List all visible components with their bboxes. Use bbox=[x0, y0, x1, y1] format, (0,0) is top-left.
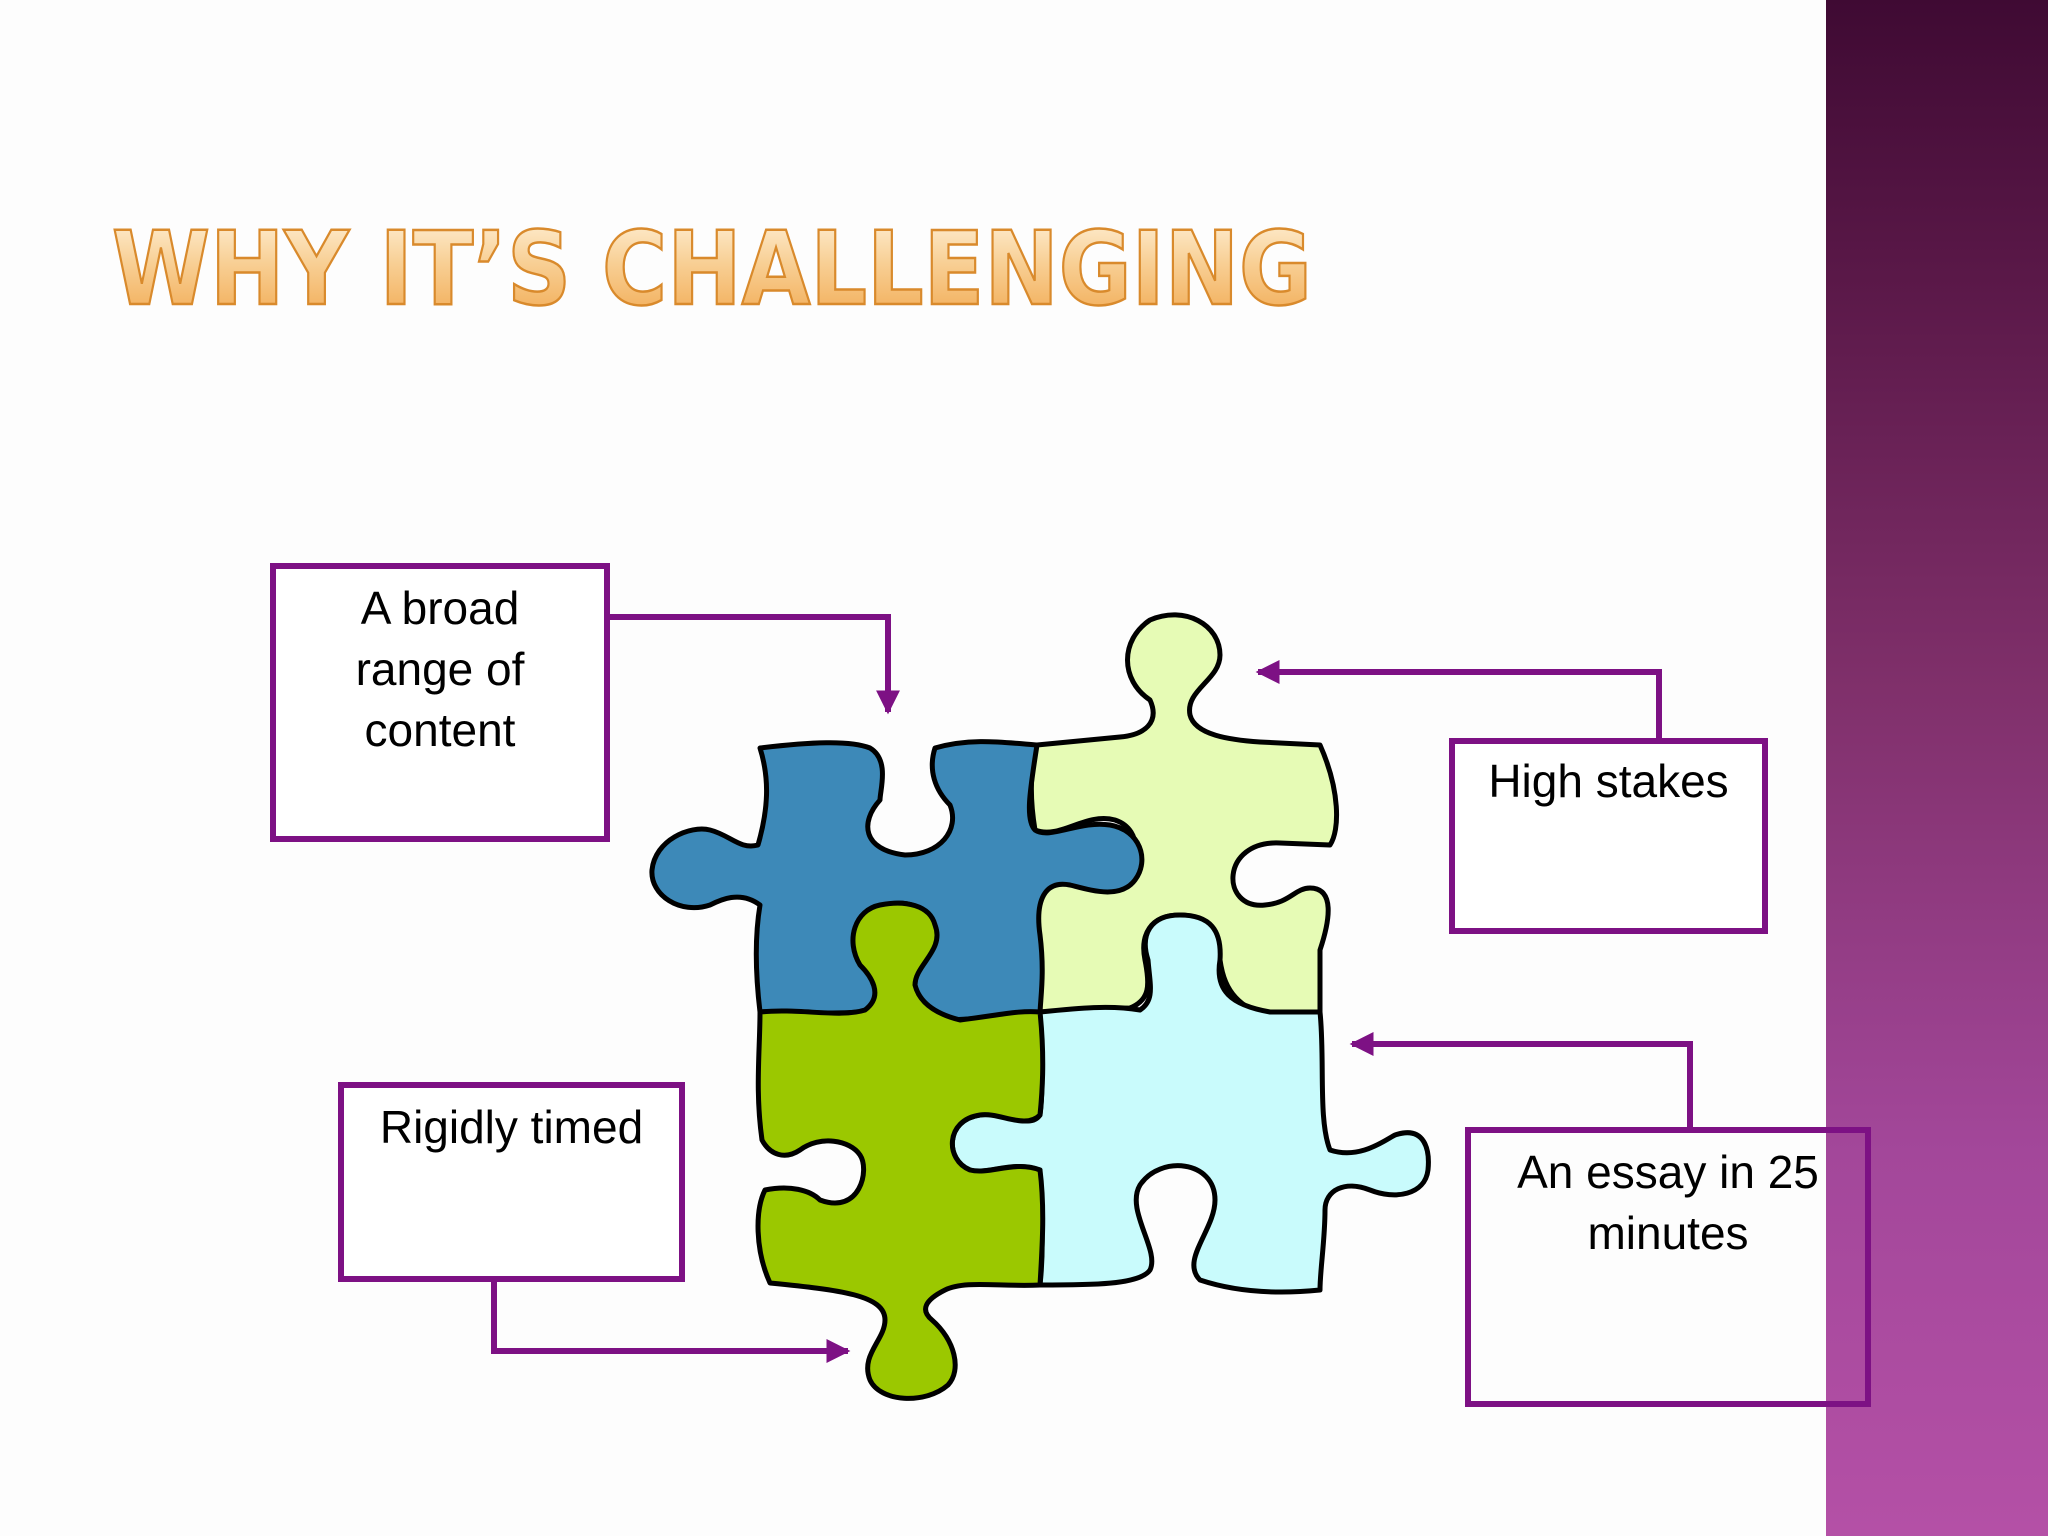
callout-box-rigidly-timed bbox=[338, 1082, 685, 1282]
decorative-side-band bbox=[1826, 0, 2048, 1536]
callout-box-broad-range bbox=[270, 563, 610, 842]
puzzle-piece-green bbox=[755, 900, 1046, 1401]
callout-text-rigidly-timed: Rigidly timed bbox=[379, 1101, 644, 1153]
arrow-broad-range bbox=[610, 614, 900, 715]
callout-box-essay bbox=[1465, 1127, 1871, 1407]
callout-text-essay: An essay in 25 minutes bbox=[1517, 1146, 1819, 1259]
arrow-essay bbox=[1349, 1032, 1693, 1127]
callout-text-high-stakes: High stakes bbox=[1488, 755, 1729, 807]
callout-box-high-stakes bbox=[1449, 738, 1768, 934]
callout-text-broad-range: A broad range of content bbox=[355, 582, 525, 756]
puzzle-piece-blue bbox=[649, 739, 1145, 1023]
arrow-rigidly-timed bbox=[491, 1282, 851, 1363]
slide-title: WHY IT’S CHALLENGING bbox=[112, 209, 1313, 331]
arrow-high-stakes bbox=[1255, 660, 1662, 738]
svg-text:WHY IT’S CHALLENGING: WHY IT’S CHALLENGING bbox=[112, 210, 1312, 329]
